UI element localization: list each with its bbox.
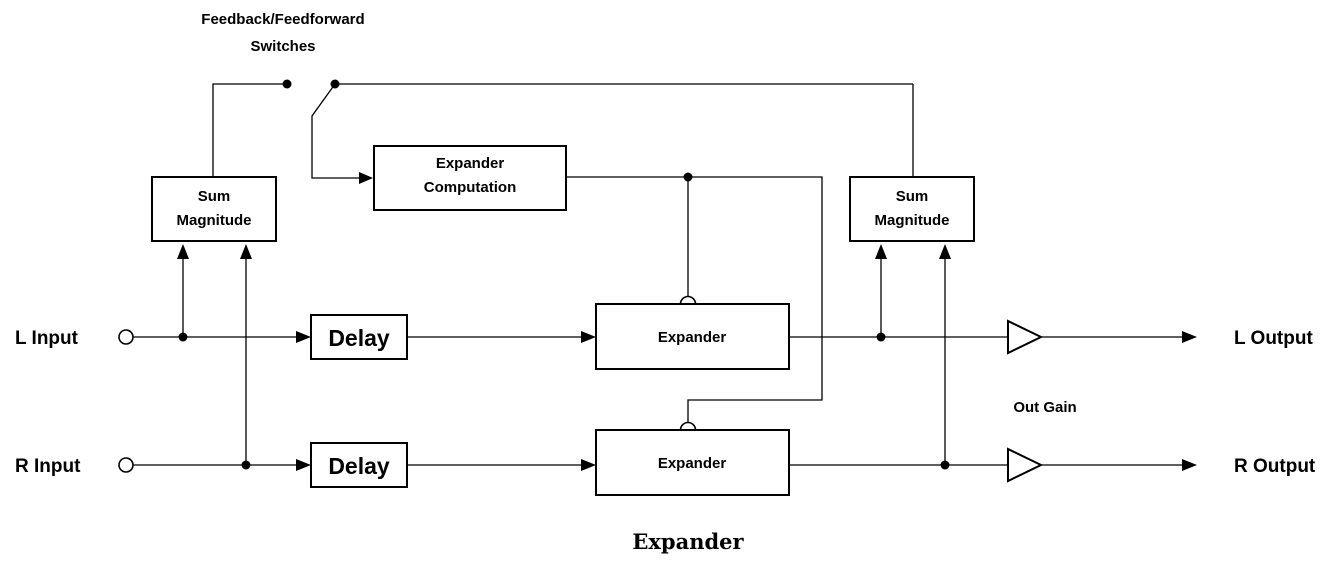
out-gain-label: Out Gain (1013, 399, 1076, 416)
delay-right-label: Delay (328, 453, 390, 479)
expander-left-label: Expander (658, 329, 727, 346)
switch-contact-feedback (282, 79, 292, 89)
computation-input-arrow (359, 172, 373, 184)
r-input-label: R Input (15, 456, 81, 477)
left-channel-wiring (118, 244, 1197, 355)
delay-block-right (310, 442, 408, 488)
expander-computation-label-line2: Computation (424, 179, 516, 196)
l-input-terminal (118, 329, 134, 345)
sum-magnitude-block-left (151, 176, 277, 242)
expander-computation-block (373, 145, 567, 211)
sum-magnitude-right-label-line2: Magnitude (875, 212, 950, 229)
sum-magnitude-block-right (849, 176, 975, 242)
switches-label-line2: Switches (250, 38, 315, 55)
sum-magnitude-left-label-line2: Magnitude (177, 212, 252, 229)
right-channel-wiring (118, 244, 1197, 483)
control-junction (683, 172, 693, 182)
expander-right-label: Expander (658, 455, 727, 472)
delay-left-label: Delay (328, 325, 390, 351)
switches-label-line1: Feedback/Feedforward (201, 11, 364, 28)
sum-magnitude-right-label-line1: Sum (896, 188, 929, 205)
figure-caption: Expander (632, 529, 744, 554)
out-gain-amplifier-left (1007, 319, 1044, 355)
out-gain-amplifier-right (1007, 447, 1044, 483)
r-input-terminal (118, 457, 134, 473)
r-output-label: R Output (1234, 456, 1316, 477)
expander-computation-label-line1: Expander (436, 155, 505, 172)
l-output-label: L Output (1234, 328, 1313, 349)
feedback-switch-wiring (212, 79, 914, 184)
expander-block-right (595, 429, 790, 496)
sum-magnitude-left-label-line1: Sum (198, 188, 231, 205)
l-input-label: L Input (15, 328, 79, 349)
delay-block-left (310, 314, 408, 360)
switch-contact-feedforward (330, 79, 340, 89)
expander-block-left (595, 303, 790, 370)
